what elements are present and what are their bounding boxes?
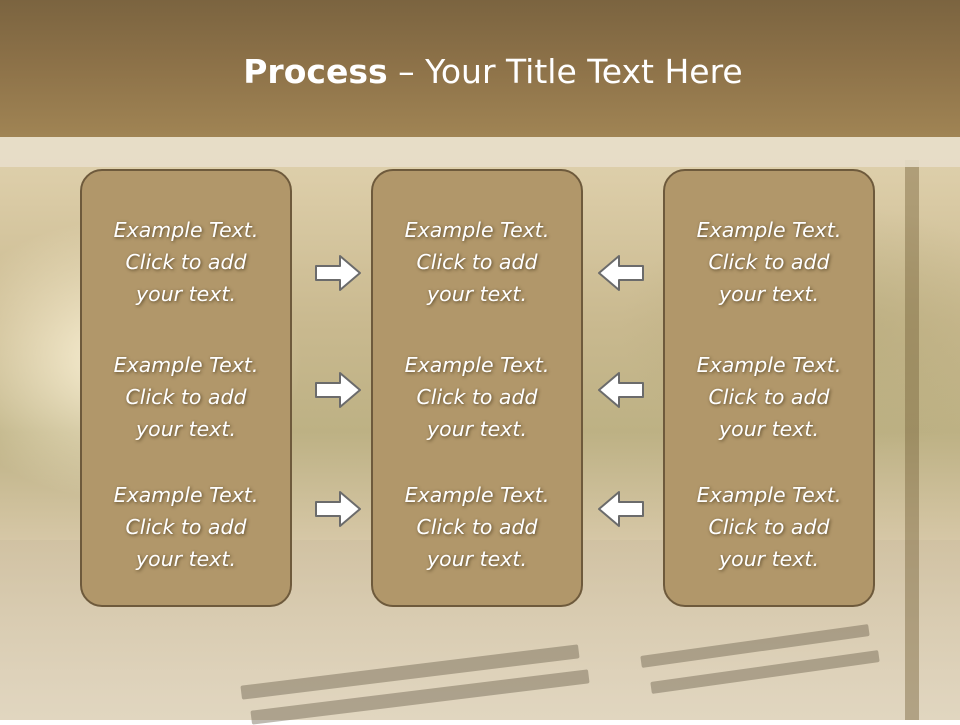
text-line: your text.	[719, 417, 819, 441]
header-strip	[0, 137, 960, 167]
arrow-right-icon	[315, 255, 361, 291]
text-block[interactable]: Example Text. Click to add your text.	[373, 349, 581, 445]
text-line: your text.	[136, 547, 236, 571]
text-block[interactable]: Example Text. Click to add your text.	[665, 214, 873, 310]
tree-trunk	[905, 160, 919, 720]
title-text: – Your Title Text Here	[387, 52, 743, 91]
process-box-2[interactable]: Example Text. Click to add your text. Ex…	[371, 169, 583, 607]
title-bar	[0, 0, 960, 137]
text-line: your text.	[136, 282, 236, 306]
text-line: Click to add	[708, 385, 830, 409]
text-line: Click to add	[708, 250, 830, 274]
text-line: Click to add	[708, 515, 830, 539]
arrow-right-icon	[315, 372, 361, 408]
text-line: Example Text.	[113, 483, 259, 507]
slide-title[interactable]: Process – Your Title Text Here	[0, 52, 960, 91]
text-line: Example Text.	[404, 218, 550, 242]
text-line: your text.	[719, 282, 819, 306]
text-line: Example Text.	[696, 218, 842, 242]
text-block[interactable]: Example Text. Click to add your text.	[373, 214, 581, 310]
text-block[interactable]: Example Text. Click to add your text.	[82, 349, 290, 445]
text-line: your text.	[136, 417, 236, 441]
text-line: Click to add	[416, 385, 538, 409]
text-line: your text.	[719, 547, 819, 571]
text-line: Click to add	[125, 385, 247, 409]
text-line: Click to add	[125, 250, 247, 274]
text-line: your text.	[427, 282, 527, 306]
text-line: Example Text.	[404, 483, 550, 507]
arrow-left-icon	[598, 372, 644, 408]
text-line: Click to add	[416, 250, 538, 274]
arrow-left-icon	[598, 491, 644, 527]
text-line: Example Text.	[404, 353, 550, 377]
text-line: your text.	[427, 417, 527, 441]
text-block[interactable]: Example Text. Click to add your text.	[82, 214, 290, 310]
text-block[interactable]: Example Text. Click to add your text.	[665, 479, 873, 575]
text-block[interactable]: Example Text. Click to add your text.	[82, 479, 290, 575]
text-line: your text.	[427, 547, 527, 571]
process-box-3[interactable]: Example Text. Click to add your text. Ex…	[663, 169, 875, 607]
text-block[interactable]: Example Text. Click to add your text.	[665, 349, 873, 445]
arrow-right-icon	[315, 491, 361, 527]
text-line: Example Text.	[696, 353, 842, 377]
title-bold: Process	[243, 52, 388, 91]
text-line: Click to add	[125, 515, 247, 539]
text-line: Example Text.	[696, 483, 842, 507]
process-box-1[interactable]: Example Text. Click to add your text. Ex…	[80, 169, 292, 607]
text-block[interactable]: Example Text. Click to add your text.	[373, 479, 581, 575]
arrow-left-icon	[598, 255, 644, 291]
text-line: Example Text.	[113, 218, 259, 242]
text-line: Click to add	[416, 515, 538, 539]
text-line: Example Text.	[113, 353, 259, 377]
